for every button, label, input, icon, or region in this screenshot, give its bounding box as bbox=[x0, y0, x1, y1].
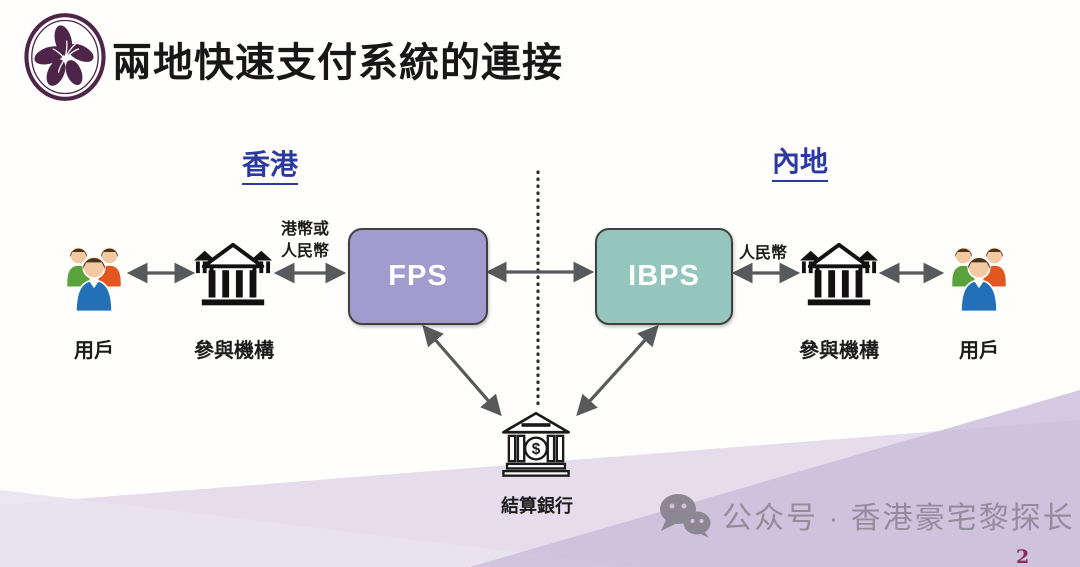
fps-label: FPS bbox=[388, 260, 448, 292]
bank-right-label: 參與機構 bbox=[799, 338, 879, 362]
watermark: 公众号 · 香港豪宅黎探长 bbox=[658, 492, 1075, 538]
watermark-text: 公众号 · 香港豪宅黎探长 bbox=[722, 502, 1075, 535]
dollar-sign: $ bbox=[532, 441, 541, 458]
region-label-hongkong: 香港 bbox=[242, 149, 299, 185]
fps-system-box: FPS bbox=[348, 228, 488, 325]
bauhinia-stamens bbox=[52, 40, 80, 73]
users-icon-left bbox=[65, 246, 123, 313]
background-wedges bbox=[0, 390, 1080, 567]
wedge-right bbox=[470, 390, 1080, 567]
users-icon-right bbox=[950, 246, 1008, 313]
bank-icon-left bbox=[194, 242, 272, 306]
users-left-label: 用戶 bbox=[74, 338, 114, 362]
currency-label-right: 人民幣 bbox=[739, 243, 788, 262]
wedge-left bbox=[0, 490, 640, 567]
wechat-icon bbox=[660, 494, 711, 538]
ibps-system-box: IBPS bbox=[595, 228, 733, 325]
currency-label-left: 港幣或 人民幣 bbox=[281, 219, 330, 260]
ibps-label: IBPS bbox=[628, 260, 700, 292]
hkma-bauhinia-logo bbox=[24, 13, 106, 101]
bank-icon-right bbox=[800, 242, 878, 306]
users-right-label: 用戶 bbox=[959, 338, 999, 362]
settlement-bank-label: 結算銀行 bbox=[501, 496, 573, 517]
region-label-mainland: 內地 bbox=[772, 146, 829, 182]
slide-title: 兩地快速支付系統的連接 bbox=[112, 39, 563, 86]
page-number: 2 bbox=[1016, 546, 1030, 567]
bank-left-label: 參與機構 bbox=[194, 338, 274, 362]
settlement-bank-icon: $ bbox=[502, 411, 570, 477]
